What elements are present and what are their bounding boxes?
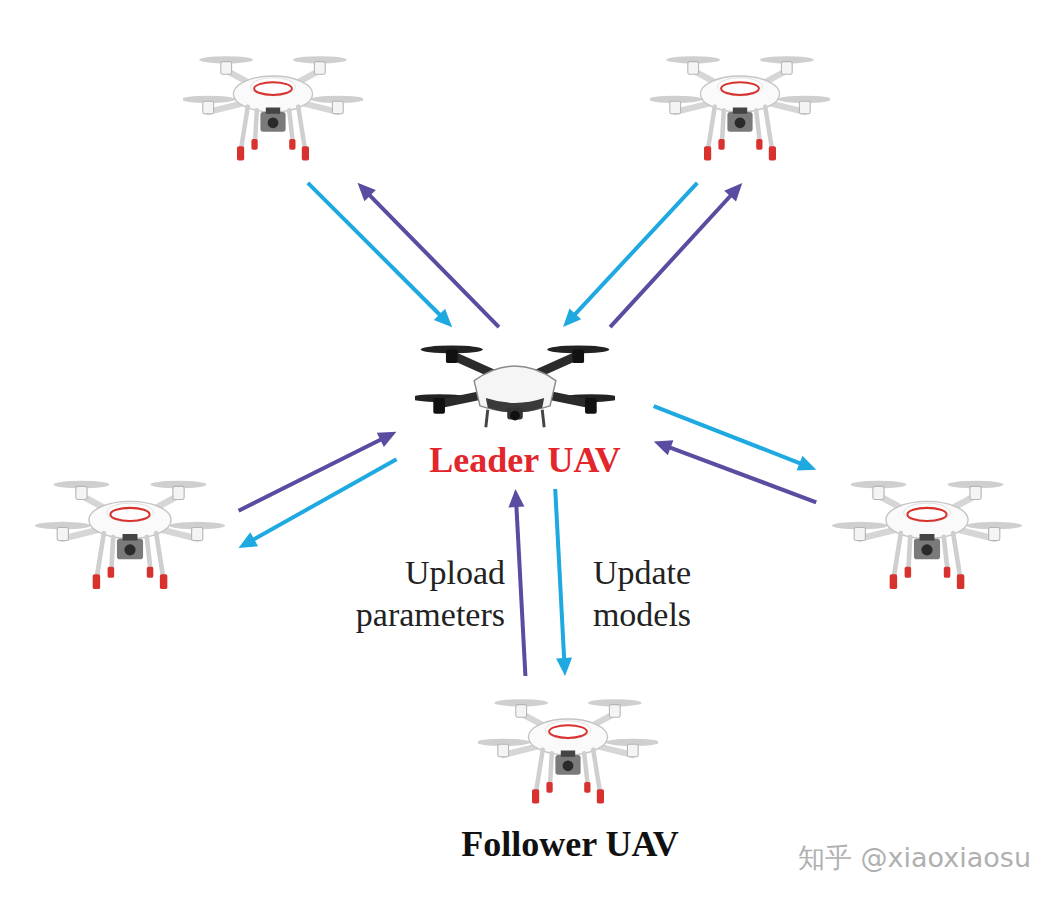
arrow-head [556, 658, 572, 676]
edge-label: Update models [578, 552, 706, 636]
update-arrow [238, 459, 396, 548]
follower-drone [832, 464, 1022, 604]
upload-arrow [610, 183, 742, 327]
arrow-head [724, 183, 742, 202]
leader-drone [415, 330, 615, 437]
drone-node [180, 40, 365, 180]
arrow-shaft [555, 489, 564, 662]
arrow-head [238, 532, 258, 548]
upload-arrow [654, 440, 817, 502]
drone-node [25, 455, 235, 605]
arrow-shaft [654, 406, 804, 464]
watermark: 知乎 @xiaoxiaosu [798, 840, 1031, 876]
arrow-shaft [516, 503, 525, 676]
upload-arrow [358, 183, 499, 327]
arrow-shaft [251, 459, 397, 541]
drone-node: Leader UAV [400, 330, 650, 485]
arrow-head [563, 308, 581, 327]
arrow-head [508, 489, 524, 507]
arrow-head [358, 183, 376, 201]
node-label: Leader UAV [429, 440, 621, 480]
drone-node: Follower UAV [435, 680, 705, 870]
update-arrow [654, 406, 817, 470]
follower-drone [478, 683, 658, 818]
arrow-head [654, 440, 674, 455]
arrow-head [797, 456, 817, 471]
follower-drone [650, 40, 830, 175]
edge-label: Upload parameters [325, 552, 505, 636]
arrow-head [377, 432, 397, 447]
follower-drone [35, 464, 225, 604]
follower-drone [183, 40, 363, 175]
arrow-shaft [667, 446, 816, 502]
drone-node [820, 455, 1030, 605]
update-arrow [555, 489, 572, 676]
arrow-shaft [239, 438, 384, 511]
arrow-shaft [610, 193, 733, 327]
upload-arrow [508, 489, 525, 676]
node-label: Follower UAV [461, 824, 679, 864]
arrow-shaft [367, 193, 499, 327]
arrow-head [434, 309, 452, 327]
drone-node [645, 40, 830, 180]
